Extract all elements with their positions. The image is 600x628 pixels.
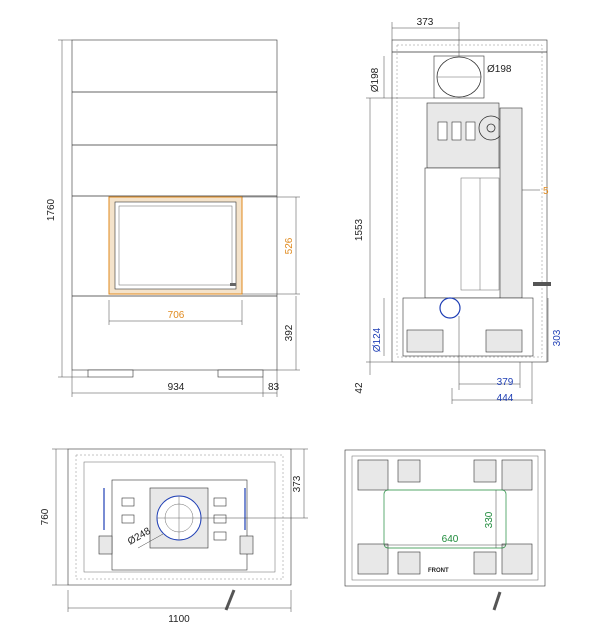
- front-view: 1760 526 392 706 934 83: [46, 39, 300, 397]
- dim-bottom-height: 330: [484, 511, 495, 528]
- dim-bottom-width: 640: [442, 534, 459, 545]
- dim-top-depth: 760: [40, 508, 51, 525]
- dim-inlet-diameter: Ø124: [372, 327, 383, 352]
- dim-gap: 5: [543, 186, 549, 197]
- dim-floor-offset: 42: [354, 382, 365, 394]
- dim-front-height: 1760: [46, 198, 57, 221]
- bottom-view: FRONT 330 640: [344, 449, 546, 611]
- dim-right-height: 303: [552, 329, 563, 346]
- top-view: 760 1100 373 Ø248: [40, 448, 308, 625]
- dim-opening-width: 706: [168, 310, 185, 321]
- dim-depth-inner: 379: [497, 377, 514, 388]
- dim-side-offset: 83: [268, 382, 280, 393]
- dim-front-width: 934: [168, 382, 185, 393]
- dim-opening-height: 526: [284, 237, 295, 254]
- dim-top-offset: 373: [292, 475, 303, 492]
- dim-side-height: 1553: [354, 218, 365, 241]
- dim-base-height: 392: [284, 324, 295, 341]
- dim-top-width: 1100: [168, 614, 190, 625]
- side-view: 373 Ø198 Ø198 1553 5 Ø124 303 42 379 444: [354, 17, 563, 404]
- dim-depth-outer: 444: [497, 393, 514, 404]
- front-label: FRONT: [428, 568, 449, 574]
- dim-top-width: 373: [417, 17, 434, 28]
- dim-flue-diameter: Ø198: [487, 64, 512, 75]
- dim-flue-side: Ø198: [370, 67, 381, 92]
